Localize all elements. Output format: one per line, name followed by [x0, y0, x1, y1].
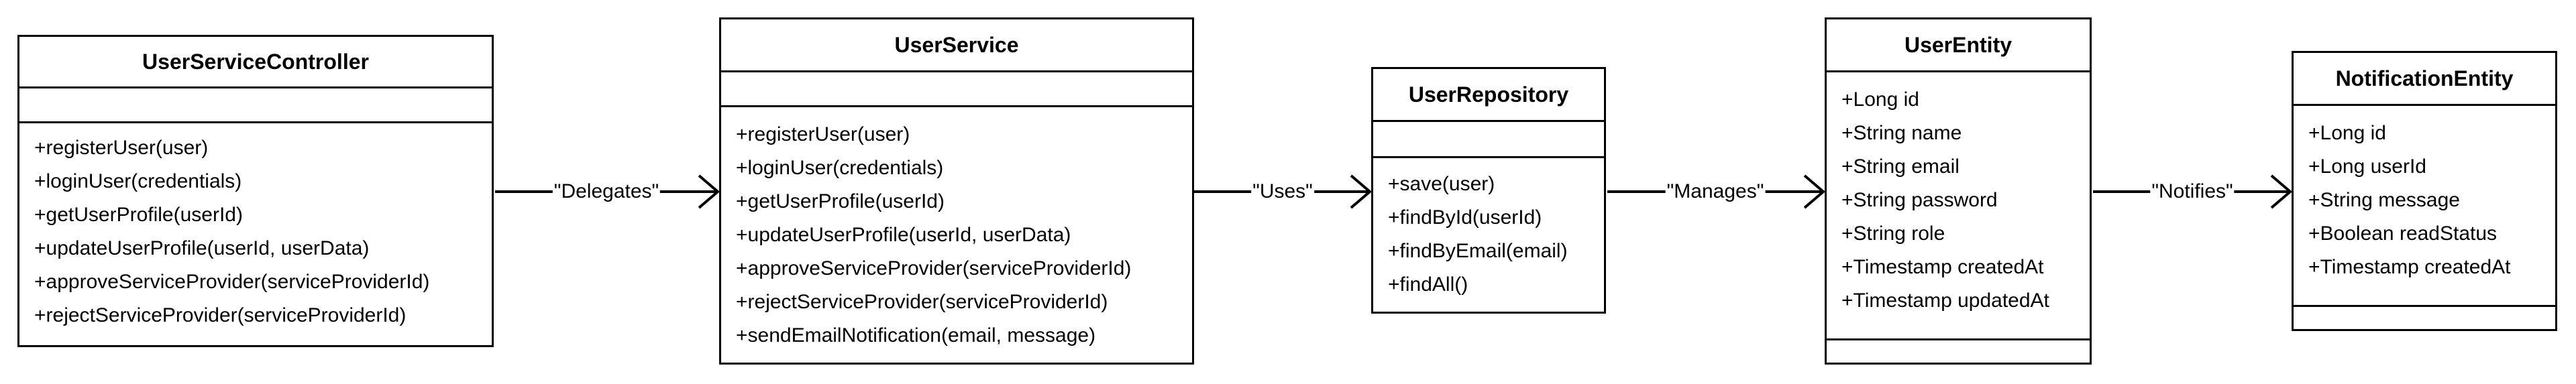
attribute: +Boolean readStatus	[2308, 222, 2498, 245]
operation: +sendEmailNotification(email, message)	[736, 324, 1096, 346]
attribute: +Timestamp createdAt	[1841, 256, 2044, 278]
class-name: UserEntity	[1904, 33, 2012, 57]
operation: +registerUser(user)	[736, 123, 910, 145]
operation: +rejectServiceProvider(serviceProviderId…	[34, 304, 407, 326]
operation: +loginUser(credentials)	[736, 157, 944, 179]
class-name: NotificationEntity	[2335, 66, 2514, 90]
notifies-label: "Notifies"	[2150, 180, 2235, 203]
class-name: UserRepository	[1408, 82, 1569, 107]
operation: +registerUser(user)	[34, 137, 209, 159]
operation: +findById(userId)	[1388, 206, 1542, 229]
attribute: +String name	[1841, 122, 1962, 144]
class-box-user-repository[interactable]: UserRepository +save(user) +findById(use…	[1371, 67, 1606, 314]
class-box-notification-entity[interactable]: NotificationEntity +Long id +Long userId…	[2292, 51, 2557, 331]
operations-compartment: +registerUser(user) +loginUser(credentia…	[19, 121, 492, 332]
operation: +getUserProfile(userId)	[736, 190, 945, 212]
operation: +findByEmail(email)	[1388, 240, 1568, 262]
class-name: UserServiceController	[142, 50, 369, 74]
attribute: +String message	[2308, 189, 2460, 211]
operation: +getUserProfile(userId)	[34, 204, 243, 226]
operation: +approveServiceProvider(serviceProviderI…	[736, 257, 1132, 279]
operations-compartment: +registerUser(user) +loginUser(credentia…	[721, 105, 1192, 353]
manages-label: "Manages"	[1665, 180, 1766, 203]
class-box-user-service-controller[interactable]: UserServiceController +registerUser(user…	[17, 35, 494, 347]
notifies-arrowhead	[2270, 174, 2293, 209]
uses-arrowhead	[1350, 174, 1373, 209]
attribute: +Long userId	[2308, 155, 2426, 178]
class-name: UserService	[894, 33, 1019, 57]
operations-compartment	[2294, 305, 2555, 329]
class-box-user-entity[interactable]: UserEntity +Long id +String name +String…	[1825, 17, 2092, 365]
attribute: +Long id	[1841, 88, 1919, 111]
attribute: +String email	[1841, 155, 1960, 178]
operation: +rejectServiceProvider(serviceProviderId…	[736, 291, 1108, 313]
manages-arrowhead	[1803, 174, 1826, 209]
attributes-compartment: +Long id +Long userId +String message +B…	[2294, 104, 2555, 305]
operation: +loginUser(credentials)	[34, 170, 242, 192]
operation: +findAll()	[1388, 273, 1468, 296]
attributes-compartment	[1373, 120, 1604, 156]
delegates-arrowhead	[698, 174, 720, 209]
operation: +save(user)	[1388, 173, 1495, 195]
delegates-label: "Delegates"	[552, 180, 661, 203]
attribute: +String role	[1841, 222, 1945, 245]
operation: +updateUserProfile(userId, userData)	[736, 224, 1071, 246]
attribute: +String password	[1841, 189, 1998, 211]
attributes-compartment	[19, 86, 492, 121]
operations-compartment: +save(user) +findById(userId) +findByEma…	[1373, 156, 1604, 302]
attribute: +Long id	[2308, 122, 2386, 144]
operations-compartment	[1827, 338, 2090, 363]
operation: +updateUserProfile(userId, userData)	[34, 237, 370, 259]
uses-label: "Uses"	[1251, 180, 1314, 203]
class-box-user-service[interactable]: UserService +registerUser(user) +loginUs…	[719, 17, 1194, 365]
attribute: +Timestamp updatedAt	[1841, 290, 2049, 312]
operation: +approveServiceProvider(serviceProviderI…	[34, 271, 430, 293]
attributes-compartment: +Long id +String name +String email +Str…	[1827, 70, 2090, 338]
attributes-compartment	[721, 70, 1192, 105]
attribute: +Timestamp createdAt	[2308, 256, 2511, 278]
